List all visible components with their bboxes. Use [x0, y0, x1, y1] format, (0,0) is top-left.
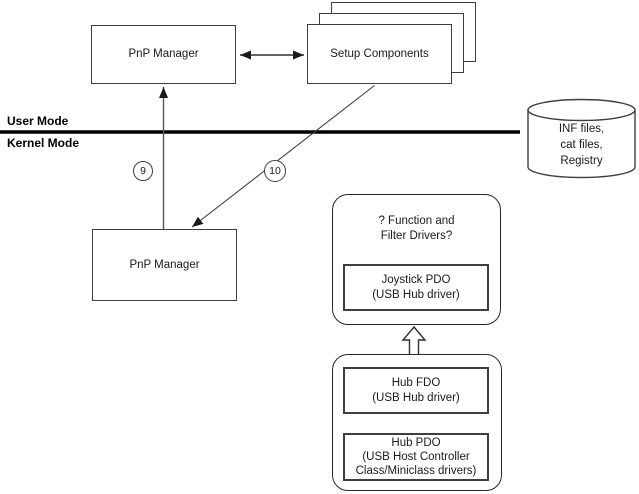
hub-devnode-group: Hub FDO (USB Hub driver) Hub PDO (USB Ho…: [332, 354, 502, 491]
step-9-label: 9: [140, 165, 146, 177]
kernel-mode-label: Kernel Mode: [7, 136, 80, 150]
inf-store-label: INF files, cat files, Registry: [558, 123, 605, 167]
joystick-pdo-box: Joystick PDO (USB Hub driver): [343, 264, 489, 311]
hub-pdo-box: Hub PDO (USB Host Controller Class/Minic…: [343, 433, 489, 481]
pnp-manager-kernel-label: PnP Manager: [129, 258, 200, 271]
joystick-pdo-label: Joystick PDO (USB Hub driver): [372, 273, 460, 301]
pnp-manager-user-box: PnP Manager: [91, 25, 236, 84]
hub-fdo-label: Hub FDO (USB Hub driver): [372, 376, 460, 404]
pnp-manager-kernel-box: PnP Manager: [92, 229, 237, 301]
user-mode-label: User Mode: [7, 114, 69, 128]
step-10-label: 10: [269, 165, 281, 177]
step-9-badge: 9: [133, 161, 153, 181]
hub-fdo-box: Hub FDO (USB Hub driver): [343, 367, 489, 414]
pnp-manager-user-label: PnP Manager: [128, 48, 199, 60]
database-cylinder-icon: [527, 98, 636, 179]
setup-components-box: Setup Components: [307, 24, 452, 84]
step-10-badge: 10: [264, 160, 286, 182]
joystick-devnode-group: ? Function and Filter Drivers? Joystick …: [332, 194, 501, 325]
block-arrow-up-icon: [401, 325, 427, 357]
hub-pdo-label: Hub PDO (USB Host Controller Class/Minic…: [355, 437, 477, 477]
setup-components-label: Setup Components: [330, 47, 429, 60]
function-filter-query-label: ? Function and Filter Drivers?: [378, 215, 455, 242]
arrow-step10-icon: [191, 85, 375, 228]
